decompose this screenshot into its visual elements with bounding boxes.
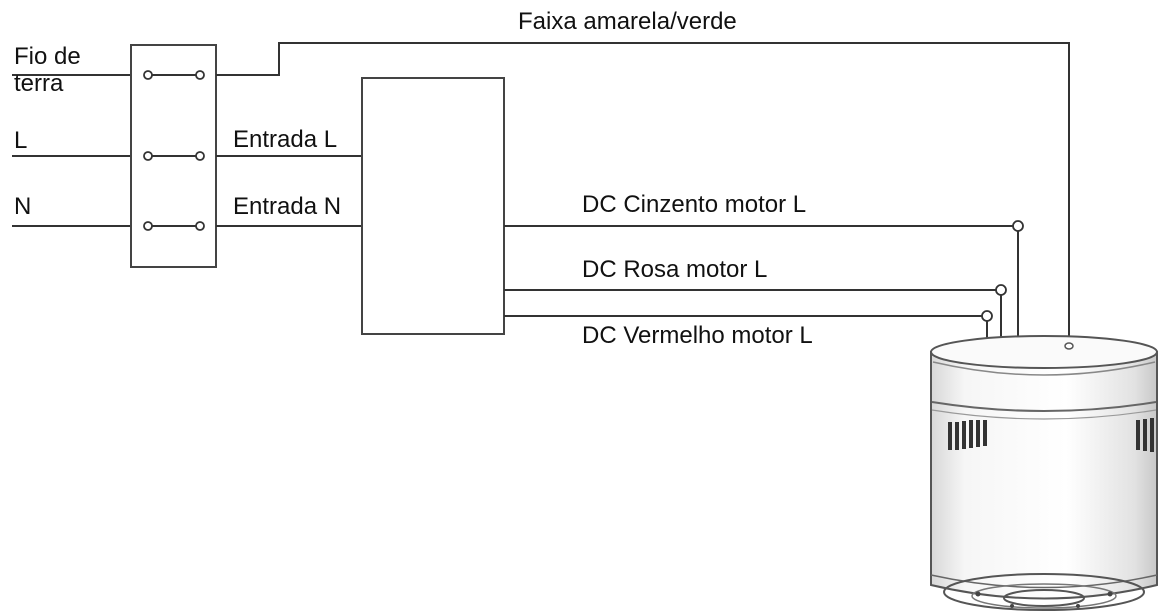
motor-vents-right xyxy=(1136,418,1154,452)
motor-illustration xyxy=(930,335,1158,611)
dc-red-label: DC Vermelho motor L xyxy=(582,322,813,349)
controller-box xyxy=(361,77,505,335)
terminal-earth-in xyxy=(143,70,153,80)
terminal-earth-out xyxy=(195,70,205,80)
input-neutral-label: Entrada N xyxy=(233,193,341,220)
terminal-live-in xyxy=(143,151,153,161)
earth-wire-label-line2: terra xyxy=(14,70,64,97)
dc-red-terminal xyxy=(981,310,993,322)
terminal-neutral-out xyxy=(195,221,205,231)
neutral-label: N xyxy=(14,193,31,220)
terminal-row-earth xyxy=(143,70,205,80)
ground-band-label: Faixa amarela/verde xyxy=(518,8,737,35)
terminal-row-neutral xyxy=(143,221,205,231)
dc-grey-label: DC Cinzento motor L xyxy=(582,191,806,218)
terminal-row-live xyxy=(143,151,205,161)
earth-wire-label-line1: Fio de xyxy=(14,43,81,70)
terminal-neutral-in xyxy=(143,221,153,231)
terminal-live-out xyxy=(195,151,205,161)
dc-grey-terminal xyxy=(1012,220,1024,232)
dc-pink-terminal xyxy=(995,284,1007,296)
motor-vents-left xyxy=(948,420,987,450)
input-live-label: Entrada L xyxy=(233,126,337,153)
ground-band-wire xyxy=(216,42,1070,340)
dc-pink-label: DC Rosa motor L xyxy=(582,256,767,283)
live-label: L xyxy=(14,127,27,154)
